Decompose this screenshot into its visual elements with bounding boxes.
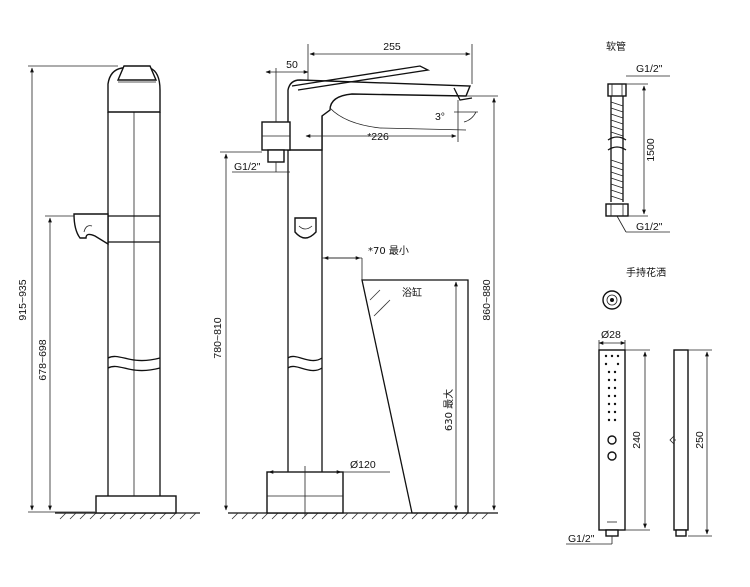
dim-total-height: 915~935 [17, 65, 118, 513]
label-total-height: 915~935 [17, 279, 29, 320]
label-spout-reach: *226 [367, 131, 389, 143]
label-height-spout: 860~880 [481, 279, 493, 320]
dim-tub-max-height: 630 最大 [442, 281, 458, 511]
dim-inlet-thread: G1/2" [232, 161, 290, 173]
dim-base-diameter: Ø120 [268, 459, 390, 474]
dim-spout-reach: *226 [305, 100, 459, 143]
front-spout [287, 65, 473, 151]
label-hose-bottom-thread: G1/2" [636, 221, 663, 233]
front-base [266, 466, 344, 516]
hand-shower-front [598, 349, 626, 544]
hand-shower-side [669, 349, 689, 537]
front-inlet-connector [261, 96, 291, 172]
side-view: 915~935 678~698 [17, 65, 200, 520]
label-spout-height: 678~698 [37, 339, 49, 380]
front-view: 255 50 *226 3° G1/2" 780~810 [212, 41, 498, 520]
label-tub: 浴缸 [402, 286, 422, 299]
dim-tub-clearance: *70 最小 [322, 245, 409, 280]
label-hose-top-thread: G1/2" [636, 63, 663, 75]
label-inlet-offset: 50 [286, 59, 298, 71]
tub-wall: 浴缸 [361, 279, 469, 514]
floor-hatch-mid [228, 512, 498, 520]
label-hand-shower-total: 250 [694, 431, 706, 449]
label-tub-max-height: 630 最大 [442, 389, 455, 431]
dim-overall-length: 255 [307, 41, 473, 84]
hand-shower-button-2-icon [607, 451, 617, 461]
hose-body [607, 96, 627, 202]
dim-height-inlet: 780~810 [212, 151, 262, 511]
label-overall-length: 255 [383, 41, 401, 53]
label-height-inlet: 780~810 [212, 317, 224, 358]
label-tub-clearance: *70 最小 [368, 245, 409, 257]
label-inlet-thread: G1/2" [234, 161, 261, 173]
side-lever [73, 213, 160, 246]
label-hand-shower-body: 240 [631, 431, 643, 449]
dim-spout-angle: 3° [435, 111, 478, 123]
hand-shower-button-1-icon [607, 435, 617, 445]
label-hose-length: 1500 [645, 138, 657, 162]
hose-bottom-nut [605, 203, 629, 217]
label-hose-title: 软管 [606, 40, 626, 53]
hose-detail: 软管 1500 G1/2" [605, 40, 670, 233]
side-spout-head [107, 65, 161, 113]
label-hand-shower-diameter: Ø28 [601, 329, 621, 341]
dim-height-spout: 860~880 [466, 95, 498, 511]
hose-top-nut [607, 83, 627, 97]
label-hand-shower-thread: G1/2" [568, 533, 595, 545]
label-base-diameter: Ø120 [350, 459, 376, 471]
side-column [107, 110, 161, 496]
side-base-plate [95, 495, 177, 514]
label-hand-shower-title: 手持花洒 [626, 266, 666, 279]
dim-inlet-offset: 50 [265, 59, 309, 96]
hand-shower-detail: 手持花洒 Ø28 [566, 266, 712, 545]
hand-shower-top-view [602, 290, 622, 310]
floor-hatch-left [55, 512, 200, 520]
dim-spout-height: 678~698 [37, 215, 74, 511]
label-spout-angle: 3° [435, 111, 445, 123]
dim-hand-shower-diameter: Ø28 [598, 329, 626, 350]
front-column [287, 110, 323, 472]
